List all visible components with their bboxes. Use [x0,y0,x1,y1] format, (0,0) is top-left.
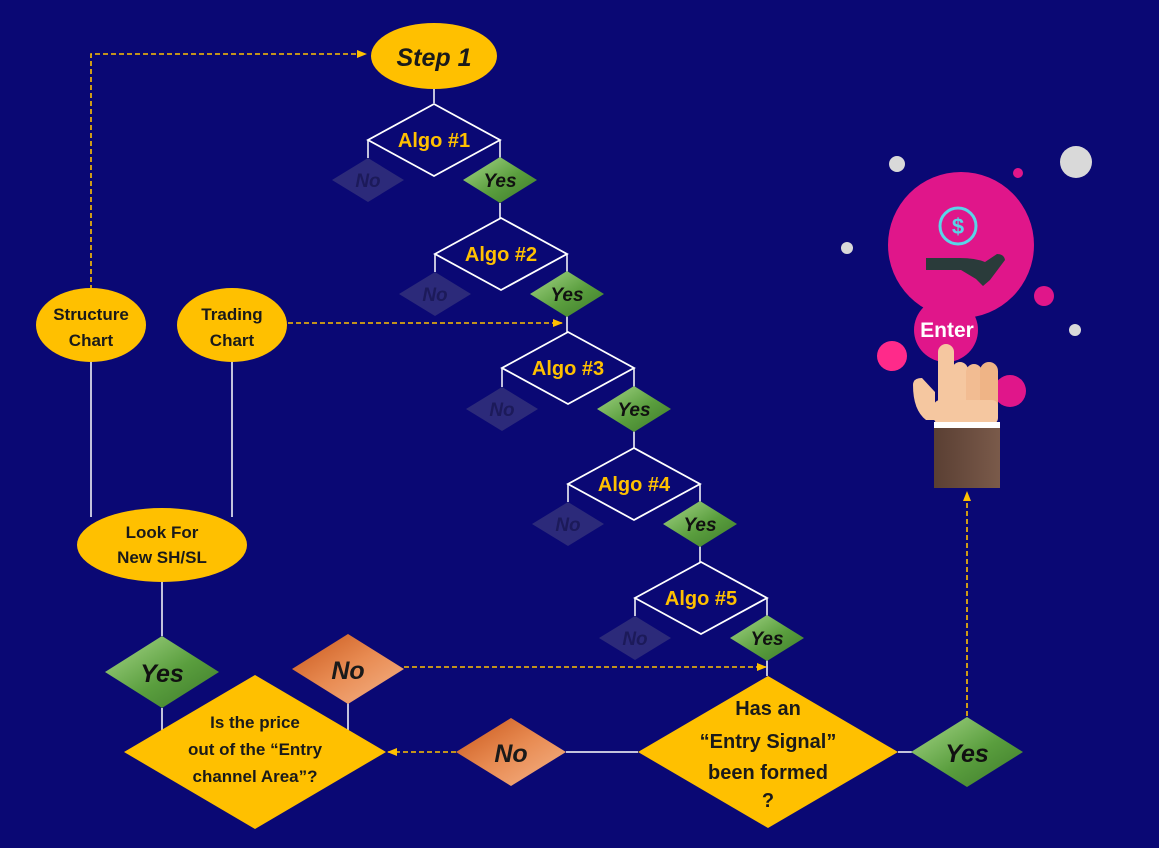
svg-text:Yes: Yes [945,740,989,768]
dashed-arrows [90,50,971,756]
algo-1-no-badge: No [332,158,404,202]
pointing-hand-icon [913,344,1000,488]
svg-text:No: No [489,400,514,421]
left-yes-badge: Yes [105,636,219,708]
algo-3-yes-badge: Yes [597,386,671,432]
algo-5-decision: Algo #5 [633,560,769,636]
look-for-node: Look For New SH/SL [77,508,247,582]
step-1-label: Step 1 [396,44,471,72]
decor-dot [1013,168,1023,178]
algo-4-decision: Algo #4 [566,446,702,522]
decor-dot [1069,324,1081,336]
top-no-badge: No [292,634,404,704]
svg-text:Yes: Yes [140,660,184,688]
svg-text:channel Area”?: channel Area”? [192,767,317,786]
step-1-node: Step 1 [371,23,497,89]
enter-button-circle [914,298,978,362]
trading-chart-node: Trading Chart [177,288,287,362]
algo-2-no-badge: No [399,272,471,316]
decor-dot [1060,146,1092,178]
algo-1-decision: Algo #1 [366,102,502,178]
svg-text:Look For: Look For [126,523,199,542]
svg-text:Yes: Yes [483,171,516,192]
algo-3-label: Algo #3 [532,358,604,380]
svg-text:Chart: Chart [210,331,255,350]
algo-5-yes-badge: Yes [730,615,804,661]
svg-text:No: No [555,515,580,536]
svg-text:“Entry Signal”: “Entry Signal” [700,731,837,753]
algo-5-no-badge: No [599,616,671,660]
algo-4-label: Algo #4 [598,474,671,496]
svg-text:$: $ [952,214,964,239]
algo-1-label: Algo #1 [398,130,470,152]
algo-1-yes-badge: Yes [463,157,537,203]
svg-text:been formed: been formed [708,762,828,784]
algo-2-label: Algo #2 [465,244,537,266]
svg-text:Yes: Yes [617,400,650,421]
svg-text:Yes: Yes [750,629,783,650]
price-question-decision: Is the price out of the “Entry channel A… [124,675,386,829]
svg-text:No: No [622,629,647,650]
svg-text:Trading: Trading [201,305,262,324]
decor-dot [841,242,853,254]
algo-2-decision: Algo #2 [433,216,569,292]
bottom-no-badge: No [456,718,566,786]
svg-text:Chart: Chart [69,331,114,350]
structure-chart-node: Structure Chart [36,288,146,362]
algo-4-no-badge: No [532,502,604,546]
entry-signal-decision: Has an “Entry Signal” been formed ? [638,676,898,828]
svg-text:New SH/SL: New SH/SL [117,548,207,567]
algo-yes-badges: Yes Yes Yes Yes Yes [463,157,804,661]
algo-3-no-badge: No [466,387,538,431]
svg-text:No: No [331,657,364,685]
svg-text:No: No [422,285,447,306]
enter-illustration: $ Enter [841,146,1092,488]
sleeve [934,428,1000,488]
decor-dot [877,341,907,371]
svg-text:out of the “Entry: out of the “Entry [188,740,323,759]
svg-text:Structure: Structure [53,305,129,324]
algo-no-badges: No No No No No [332,158,671,660]
algo-4-yes-badge: Yes [663,501,737,547]
decor-dot [889,156,905,172]
svg-text:Is the price: Is the price [210,713,300,732]
svg-text:No: No [355,171,380,192]
algo-2-yes-badge: Yes [530,271,604,317]
enter-label: Enter [920,319,974,342]
svg-text:Yes: Yes [683,515,716,536]
svg-text:No: No [494,740,527,768]
decor-dot [1034,286,1054,306]
decor-dot [994,375,1026,407]
right-yes-badge: Yes [911,717,1023,787]
connector-lines [90,88,912,753]
algo-3-decision: Algo #3 [500,330,636,406]
svg-text:?: ? [762,790,774,812]
svg-text:Has an: Has an [735,698,801,720]
svg-text:Yes: Yes [550,285,583,306]
algo-5-label: Algo #5 [665,588,737,610]
